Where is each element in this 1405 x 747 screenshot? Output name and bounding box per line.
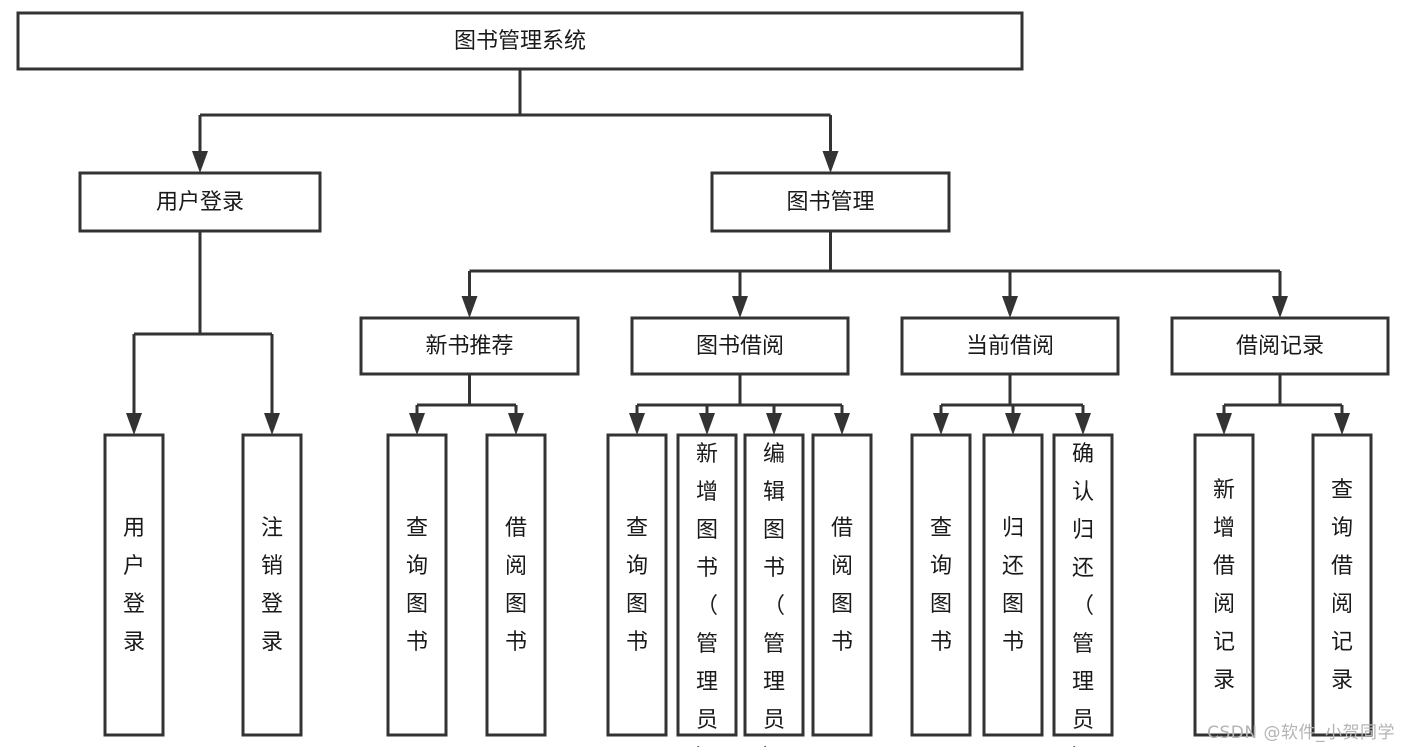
node-leaf-borrow-4[interactable]: 借阅图书: [811, 433, 873, 737]
node-box-leaf-borrow-2[interactable]: [676, 433, 738, 737]
node-box-leaf-login-1[interactable]: [103, 433, 165, 737]
node-box-borrow[interactable]: [630, 316, 850, 376]
node-label-leaf-login-1: 用户登录: [123, 516, 145, 655]
node-leaf-newbook-2[interactable]: 借阅图书: [485, 433, 547, 737]
node-box-leaf-current-3[interactable]: [1052, 433, 1114, 737]
node-label-leaf-current-2: 归还图书: [1002, 516, 1024, 655]
node-box-leaf-newbook-2[interactable]: [485, 433, 547, 737]
node-borrow[interactable]: 图书借阅: [630, 316, 850, 376]
node-box-leaf-borrow-4[interactable]: [811, 433, 873, 737]
node-leaf-borrow-3[interactable]: 编辑图书（管理员）: [743, 433, 805, 747]
connector-group-record: [1216, 374, 1350, 435]
node-leaf-borrow-2[interactable]: 新增图书（管理员）: [676, 433, 738, 747]
connector-group-login: [126, 231, 280, 435]
connector-group-bookmgmt: [461, 231, 1288, 318]
node-label-record: 借阅记录: [1236, 334, 1324, 359]
node-leaf-current-3[interactable]: 确认归还（管理员）: [1052, 433, 1114, 747]
node-box-leaf-login-2[interactable]: [241, 433, 303, 737]
node-login[interactable]: 用户登录: [78, 171, 322, 233]
connector-group-current: [933, 374, 1091, 435]
node-label-current: 当前借阅: [966, 334, 1054, 359]
node-label-bookmgmt: 图书管理: [786, 190, 874, 215]
node-box-leaf-borrow-1[interactable]: [606, 433, 668, 737]
node-label-root: 图书管理系统: [454, 29, 586, 54]
node-root[interactable]: 图书管理系统: [16, 11, 1024, 71]
node-box-newbook[interactable]: [359, 316, 580, 376]
node-leaf-record-1[interactable]: 新增借阅记录: [1193, 433, 1255, 737]
node-label-leaf-borrow-1: 查询图书: [626, 516, 648, 655]
node-label-leaf-borrow-4: 借阅图书: [831, 516, 853, 655]
node-leaf-login-2[interactable]: 注销登录: [241, 433, 303, 737]
node-box-leaf-newbook-1[interactable]: [386, 433, 448, 737]
node-box-record[interactable]: [1170, 316, 1390, 376]
node-label-leaf-current-1: 查询图书: [930, 516, 952, 655]
node-box-root[interactable]: [16, 11, 1024, 71]
node-bookmgmt[interactable]: 图书管理: [710, 171, 951, 233]
connector-group-newbook: [409, 374, 524, 435]
node-layer: 图书管理系统用户登录图书管理新书推荐图书借阅当前借阅借阅记录用户登录注销登录查询…: [16, 11, 1390, 747]
node-box-current[interactable]: [900, 316, 1120, 376]
node-leaf-record-2[interactable]: 查询借阅记录: [1311, 433, 1373, 737]
node-box-bookmgmt[interactable]: [710, 171, 951, 233]
node-label-login: 用户登录: [156, 190, 244, 215]
node-label-leaf-borrow-3: 编辑图书（管理员）: [763, 442, 785, 747]
node-leaf-login-1[interactable]: 用户登录: [103, 433, 165, 737]
connector-layer: [126, 69, 1350, 435]
node-leaf-newbook-1[interactable]: 查询图书: [386, 433, 448, 737]
node-label-leaf-newbook-2: 借阅图书: [505, 516, 527, 655]
node-leaf-borrow-1[interactable]: 查询图书: [606, 433, 668, 737]
node-box-leaf-record-1[interactable]: [1193, 433, 1255, 737]
node-current[interactable]: 当前借阅: [900, 316, 1120, 376]
node-label-leaf-record-1: 新增借阅记录: [1213, 478, 1235, 693]
connector-group-root: [192, 69, 839, 173]
node-label-leaf-newbook-1: 查询图书: [406, 516, 428, 655]
node-leaf-current-2[interactable]: 归还图书: [982, 433, 1044, 737]
watermark-label: CSDN @软件_小贺同学: [1207, 723, 1395, 743]
node-label-newbook: 新书推荐: [425, 334, 513, 359]
node-label-leaf-borrow-2: 新增图书（管理员）: [696, 442, 718, 747]
connector-group-borrow: [629, 374, 850, 435]
node-label-borrow: 图书借阅: [696, 334, 784, 359]
node-record[interactable]: 借阅记录: [1170, 316, 1390, 376]
node-box-leaf-borrow-3[interactable]: [743, 433, 805, 737]
node-label-leaf-record-2: 查询借阅记录: [1331, 478, 1353, 693]
node-leaf-current-1[interactable]: 查询图书: [910, 433, 972, 737]
node-box-leaf-current-1[interactable]: [910, 433, 972, 737]
node-box-login[interactable]: [78, 171, 322, 233]
node-label-leaf-current-3: 确认归还（管理员）: [1072, 442, 1094, 747]
node-box-leaf-record-2[interactable]: [1311, 433, 1373, 737]
node-newbook[interactable]: 新书推荐: [359, 316, 580, 376]
node-box-leaf-current-2[interactable]: [982, 433, 1044, 737]
node-label-leaf-login-2: 注销登录: [261, 516, 283, 655]
